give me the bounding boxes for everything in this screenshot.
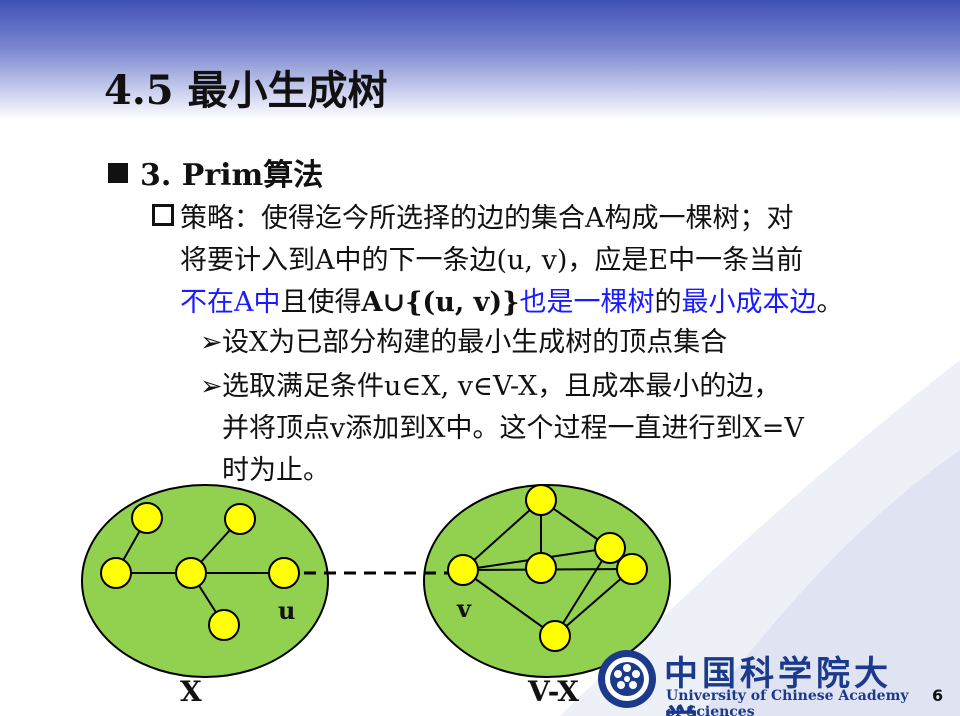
bullet-text-2a: 选取满足条件u∈X, v∈V-X，且成本最小的边， — [222, 371, 781, 402]
square-bullet-icon — [108, 163, 128, 183]
node-u — [268, 557, 300, 589]
label-x: X — [180, 675, 202, 708]
strategy-line-3: 不在A中且使得A∪{(u, v)}也是一棵树的最小成本边。 — [152, 282, 922, 324]
hollow-square-bullet-icon — [152, 204, 174, 226]
label-u: u — [278, 596, 296, 625]
strategy-line-2: 将要计入到A中的下一条边(u, v)，应是E中一条当前 — [180, 245, 804, 276]
node-v — [447, 554, 479, 586]
university-logo: 中国科学院大学 University of Chinese Academy of… — [596, 646, 926, 716]
prim-diagram — [81, 484, 671, 678]
nodes — [100, 484, 648, 652]
node-x4 — [175, 557, 207, 589]
page-number: 6 — [932, 686, 944, 705]
blue-text-1: 不在A中 — [180, 287, 281, 318]
set-expression: A∪{(u, v)} — [361, 287, 520, 318]
node-v3 — [525, 552, 557, 584]
blue-text-3: 最小成本边 — [681, 287, 817, 318]
page-title: 4.5 最小生成树 — [104, 67, 388, 114]
strategy-text-1: 策略：使得迄今所选择的边的集合A构成一棵树；对 — [180, 203, 794, 234]
node-v5 — [539, 620, 571, 652]
section-heading: 3. Prim算法 — [108, 150, 323, 194]
node-x3 — [100, 557, 132, 589]
blue-text-2: 也是一棵树 — [519, 287, 655, 318]
arrow-bullet-icon: ➢ — [200, 327, 223, 358]
bullet-text-1: 设X为已部分构建的最小生成树的顶点集合 — [222, 327, 728, 358]
bullet-2-line-1: ➢选取满足条件u∈X, v∈V-X，且成本最小的边， — [200, 366, 920, 408]
bullet-text-2c: 时为止。 — [222, 455, 330, 486]
header-band — [0, 0, 960, 120]
label-v: v — [457, 594, 471, 623]
heading-text: 3. Prim算法 — [140, 158, 324, 193]
ucas-seal-icon — [598, 650, 656, 708]
logo-chinese-name: 中国科学院大学 — [664, 654, 892, 716]
bullet-item-2: ➢选取满足条件u∈X, v∈V-X，且成本最小的边， 并将顶点v添加到X中。这个… — [200, 366, 920, 492]
plain-text-2: 的 — [654, 287, 682, 318]
period-text: 。 — [816, 287, 844, 318]
node-v4 — [616, 553, 648, 585]
node-v1 — [525, 484, 557, 516]
strategy-paragraph: 策略：使得迄今所选择的边的集合A构成一棵树；对 将要计入到A中的下一条边(u, … — [152, 198, 922, 324]
bullet-text-2b: 并将顶点v添加到X中。这个过程一直进行到X=V — [222, 413, 804, 444]
label-v-minus-x: V-X — [528, 675, 579, 708]
bullet-item-1: ➢设X为已部分构建的最小生成树的顶点集合 — [200, 322, 920, 364]
node-x5 — [208, 609, 240, 641]
strategy-line-1: 策略：使得迄今所选择的边的集合A构成一棵树；对 — [152, 198, 922, 240]
node-v2 — [594, 532, 626, 564]
arrow-bullet-icon: ➢ — [200, 371, 223, 402]
plain-text-1: 且使得 — [280, 287, 362, 318]
node-x2 — [224, 503, 256, 535]
node-x1 — [131, 502, 163, 534]
logo-english-name: University of Chinese Academy of Science… — [666, 688, 909, 716]
